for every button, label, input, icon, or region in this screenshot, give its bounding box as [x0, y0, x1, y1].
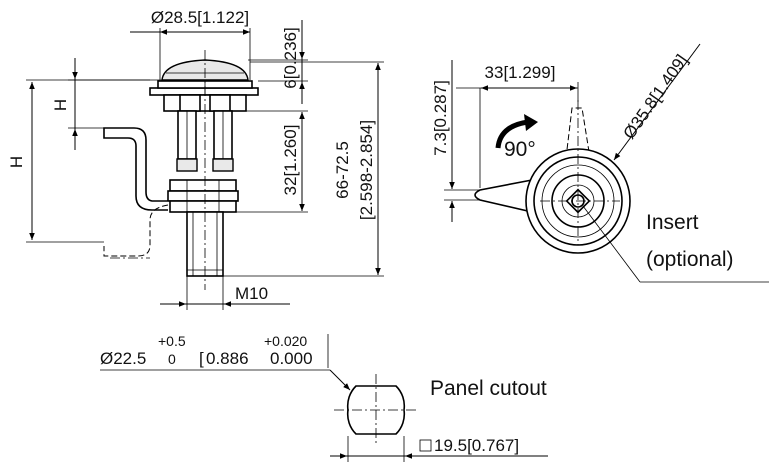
cutout-flat: 19.5[0.767]: [434, 436, 519, 455]
cam-front-rotated: [565, 107, 591, 159]
front-view: 33[1.299] 7.3[0.287] Ø35.8[1.409] 90° In…: [431, 43, 769, 283]
cam-rotated: [103, 204, 169, 257]
insert-label: Insert: [646, 211, 699, 234]
side-view: H H Ø28.5[1.122] 6[0.236] 32[1.260] 66-7…: [7, 8, 384, 310]
nut-upper: [169, 179, 237, 192]
cam-plate: [167, 190, 239, 202]
cutout-title: Panel cutout: [430, 377, 547, 400]
dim-outer-dia: Ø35.8[1.409]: [620, 51, 692, 142]
nut-lower: [169, 200, 237, 213]
dim-overall-mm: 66-72.5: [333, 141, 352, 199]
cutout-tol-lower: 0: [168, 351, 176, 367]
dim-cam-length: 33[1.299]: [485, 63, 556, 82]
cutout-tol-upper: +0.5: [158, 333, 186, 349]
flange: [149, 87, 259, 96]
rotation-label: 90°: [504, 138, 536, 161]
cutout-dia: Ø22.5: [100, 349, 146, 368]
dim-grip-length: 32[1.260]: [281, 125, 300, 196]
dim-knob-dia: Ø28.5[1.122]: [151, 8, 249, 27]
cam: [103, 127, 168, 211]
panel-cutout: Panel cutout Ø22.5 +0.5 0 [ 0.886 +0.020…: [100, 333, 548, 462]
cutout-bracket-open: [: [199, 349, 204, 368]
dim-h-label: H: [51, 99, 70, 111]
cutout-dia-in: 0.886: [206, 349, 249, 368]
insert-optional-label: (optional): [646, 248, 734, 271]
dim-H-label: H: [7, 156, 26, 168]
cam-front: [474, 179, 533, 214]
cutout-tol-upper-in: +0.020: [264, 333, 307, 349]
cutout-tol-lower-in: 0.000: [270, 349, 313, 368]
dim-thread: M10: [235, 284, 268, 303]
dim-flange-height: 6[0.236]: [281, 27, 300, 88]
dim-cam-thickness: 7.3[0.287]: [431, 80, 450, 156]
dim-overall-in: [2.598-2.854]: [357, 120, 376, 220]
